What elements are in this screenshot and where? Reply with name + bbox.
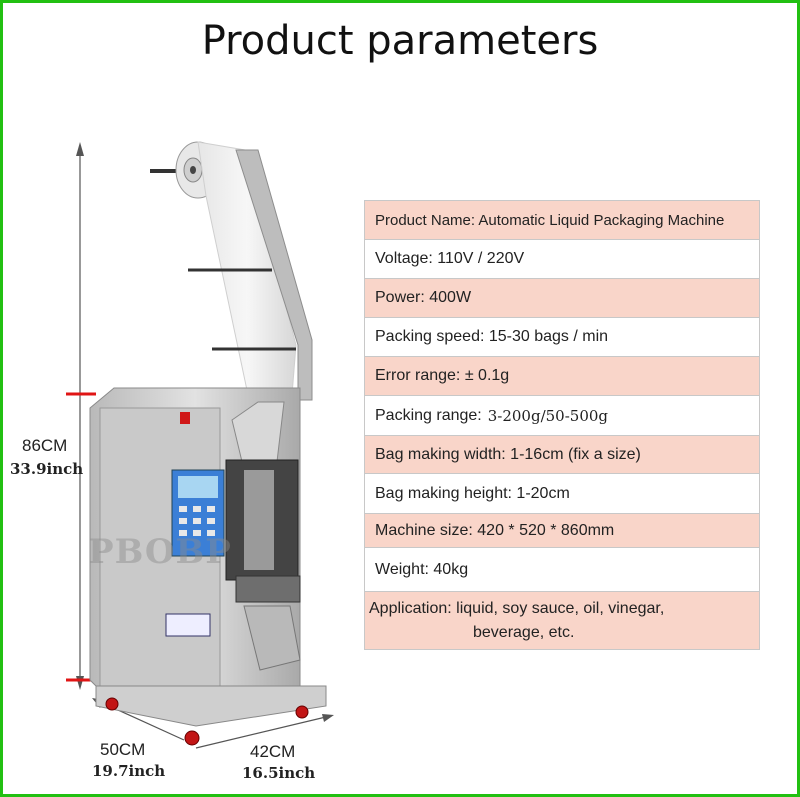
param-label: Bag making height: 1-20cm: [375, 484, 570, 502]
page-title: Product parameters: [201, 18, 599, 64]
param-label: Bag making width: 1-16cm (fix a size): [375, 445, 641, 463]
param-row-weight: Weight: 40kg: [364, 548, 760, 592]
machine-base: [95, 685, 327, 727]
control-panel: [171, 469, 225, 557]
caster-wheels: [105, 697, 309, 746]
machine-label: [165, 613, 211, 637]
machine-illustration: [66, 141, 334, 749]
depth-inch-label: 19.7inch: [92, 762, 166, 780]
param-row-error-range: Error range: ± 0.1g: [364, 357, 760, 396]
param-label: Packing range:: [375, 406, 482, 424]
param-row-packing-range: Packing range: 3-200g/50-500g: [364, 396, 760, 436]
param-row-application: Application: liquid, soy sauce, oil, vin…: [364, 592, 760, 650]
parameters-table: Product Name: Automatic Liquid Packaging…: [364, 200, 760, 650]
height-cm-label: 86CM: [22, 436, 68, 455]
param-label: Machine size: 420 * 520 * 860mm: [375, 521, 615, 539]
watermark: PBOBP: [88, 532, 232, 572]
param-label: Error range: ± 0.1g: [375, 367, 510, 384]
param-row-voltage: Voltage: 110V / 220V: [364, 240, 760, 279]
param-row-bag-height: Bag making height: 1-20cm: [364, 474, 760, 514]
support-frame: [235, 149, 313, 401]
height-inch-label: 33.9inch: [10, 460, 84, 478]
param-label: Packing speed: 15-30 bags / min: [375, 328, 609, 345]
param-label: Power: 400W: [375, 289, 472, 306]
param-label: Voltage: 110V / 220V: [375, 250, 525, 267]
param-row-packing-speed: Packing speed: 15-30 bags / min: [364, 318, 760, 357]
param-row-machine-size: Machine size: 420 * 520 * 860mm: [364, 514, 760, 548]
param-row-product-name: Product Name: Automatic Liquid Packaging…: [364, 200, 760, 240]
param-label-continued: beverage, etc.: [473, 623, 575, 641]
param-row-bag-width: Bag making width: 1-16cm (fix a size): [364, 436, 760, 474]
param-value: 3-200g/50-500g: [487, 406, 609, 425]
depth-cm-label: 50CM: [100, 740, 146, 759]
sealing-jaws: [235, 575, 301, 603]
width-inch-label: 16.5inch: [242, 764, 316, 782]
param-label: Application: liquid, soy sauce, oil, vin…: [369, 599, 665, 617]
param-label: Product Name: Automatic Liquid Packaging…: [375, 211, 725, 229]
output-chute: [243, 605, 301, 671]
power-switch: [180, 412, 190, 424]
param-row-power: Power: 400W: [364, 279, 760, 318]
width-cm-label: 42CM: [250, 742, 296, 761]
param-label: Weight: 40kg: [375, 560, 469, 578]
guide-rods: [188, 268, 296, 351]
